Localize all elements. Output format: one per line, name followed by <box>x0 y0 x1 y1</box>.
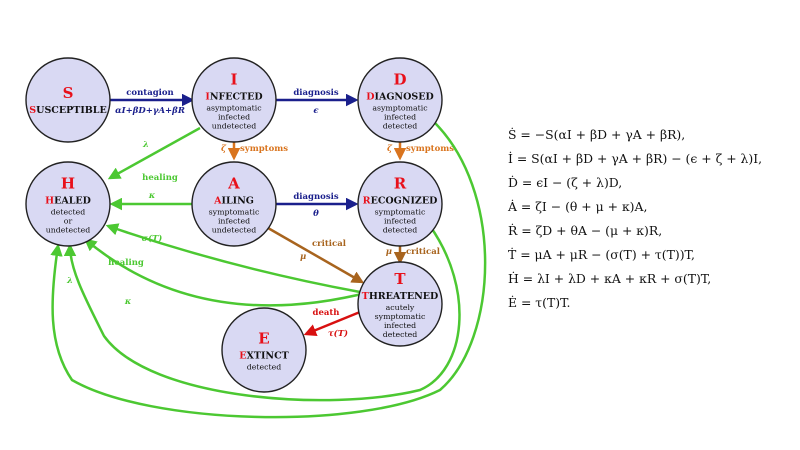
node-t-letter: T <box>394 270 406 288</box>
edge-critical-a-rate: μ <box>300 252 306 262</box>
node-h-circle <box>25 161 111 247</box>
edge-symptoms-i-label: symptoms <box>240 144 288 154</box>
edge-death-label: death <box>313 308 340 318</box>
node-r-desc: infected <box>384 217 416 226</box>
node-h-letter: H <box>61 175 75 193</box>
node-e-circle <box>221 307 307 393</box>
node-h-title: HEALED <box>45 196 91 207</box>
edge-kappa-r <box>63 225 461 402</box>
edge-symptoms-d-rate: ζ <box>387 144 393 154</box>
node-s-circle <box>25 57 111 143</box>
node-e-letter: E <box>258 330 269 348</box>
node-a-letter: A <box>227 175 240 193</box>
node-s: S SUSCEPTIBLE <box>25 57 111 143</box>
edge-diagnosis-mid-rate: θ <box>313 209 319 219</box>
node-t-desc: infected <box>384 321 416 330</box>
node-r-letter: R <box>394 175 407 193</box>
edge-diagnosis-mid-label: diagnosis <box>293 192 338 202</box>
edge-lambda-d-rate: λ <box>66 276 73 286</box>
equation-i: İ = S(αI + βD + γA + βR) − (ϵ + ζ + λ)I, <box>508 150 762 166</box>
node-d-letter: D <box>393 71 406 89</box>
edge-symptoms-d-label: symptoms <box>406 144 454 154</box>
node-t: T THREATENEDacutelysymptomaticinfecteddet… <box>357 261 443 347</box>
edge-critical-a-label: critical <box>312 239 347 249</box>
edge-healing-a-rate: κ <box>148 191 156 201</box>
node-d-desc: asymptomatic <box>372 104 428 113</box>
edge-death <box>303 310 361 337</box>
edge-healing-a-label: healing <box>142 173 178 183</box>
node-d-desc: detected <box>383 122 417 131</box>
edge-contagion-label: contagion <box>126 88 173 98</box>
node-r-desc: symptomatic <box>375 208 426 217</box>
node-i-desc: infected <box>218 113 250 122</box>
edge-symptoms-i-rate: ζ <box>221 144 227 154</box>
model-equations: Ṡ = −S(αI + βD + γA + βR), İ = S(αI + βD… <box>507 126 762 310</box>
node-i-circle <box>191 57 277 143</box>
node-d-desc: infected <box>384 113 416 122</box>
node-t-desc: symptomatic <box>375 312 426 321</box>
node-d-circle <box>357 57 443 143</box>
node-a-desc: symptomatic <box>209 208 260 217</box>
node-s-title: SUSCEPTIBLE <box>29 105 106 116</box>
edge-diagnosis-top-label: diagnosis <box>293 88 338 98</box>
edge-kappa-r-rate: κ <box>124 297 132 307</box>
equation-s: Ṡ = −S(αI + βD + γA + βR), <box>508 126 685 142</box>
node-t-desc: detected <box>383 330 417 339</box>
node-h-desc: undetected <box>46 226 91 235</box>
node-a-desc: undetected <box>212 226 257 235</box>
edge-diagnosis-top-rate: ϵ <box>313 106 319 116</box>
edge-sigma <box>105 223 361 294</box>
node-s-letter: S <box>63 84 74 102</box>
equation-d: Ḋ = ϵI − (ζ + λ)D, <box>508 174 622 190</box>
node-t-desc: acutely <box>386 303 415 312</box>
node-a-title: AILING <box>213 196 254 207</box>
node-t-title: THREATENED <box>362 291 439 302</box>
node-r-title: RECOGNIZED <box>363 196 438 207</box>
node-a-desc: infected <box>218 217 250 226</box>
node-t-circle <box>357 261 443 347</box>
equation-t: Ṫ = μA + μR − (σ(T) + τ(T))T, <box>508 246 695 262</box>
node-i-desc: undetected <box>212 122 257 131</box>
edge-lambda-d <box>50 119 487 419</box>
edge-death-rate: τ(T) <box>328 328 348 339</box>
edge-healing-r-label: healing <box>108 258 144 268</box>
node-i-title: INFECTED <box>205 92 262 103</box>
node-e-desc: detected <box>247 363 281 372</box>
equation-r: Ṙ = ζD + θA − (μ + κ)R, <box>508 222 662 238</box>
equation-e: Ė = τ(T)T. <box>508 294 570 310</box>
nodes: SSUSCEPTIBLEIINFECTEDasymptomaticinfecte… <box>25 57 443 393</box>
edge-sigma-rate: σ(T) <box>142 233 163 244</box>
node-e-title: EXTINCT <box>239 351 288 362</box>
node-h-desc: or <box>64 217 73 226</box>
edge-lambda-i <box>107 126 201 180</box>
equation-h: Ḣ = λI + λD + κA + κR + σ(T)T, <box>508 270 711 286</box>
edges: contagion αI+βD+γA+βR diagnosis ϵ ζ symp… <box>50 88 487 419</box>
edge-lambda-i-rate: λ <box>142 140 149 150</box>
node-d-title: DIAGNOSED <box>366 92 433 103</box>
edge-critical-a <box>267 226 365 284</box>
equation-a: Ȧ = ζI − (θ + μ + κ)A, <box>507 198 647 214</box>
edge-critical-r-label: critical <box>406 247 441 257</box>
node-i-letter: I <box>230 71 237 89</box>
node-i-desc: asymptomatic <box>206 104 262 113</box>
node-h-desc: detected <box>51 208 85 217</box>
edge-contagion-rate: αI+βD+γA+βR <box>115 106 185 116</box>
edge-healing-r <box>84 238 371 307</box>
node-r-desc: detected <box>383 226 417 235</box>
node-r-circle <box>357 161 443 247</box>
edge-critical-r-rate: μ <box>386 247 392 257</box>
node-a-circle <box>191 161 277 247</box>
